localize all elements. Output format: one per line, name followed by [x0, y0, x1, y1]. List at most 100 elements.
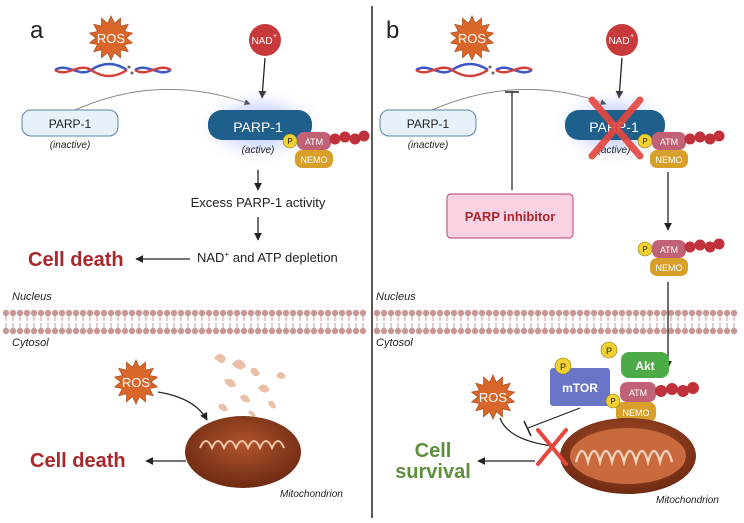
lipid-head	[429, 327, 437, 335]
lipid-head	[359, 327, 367, 335]
lipid-head	[387, 327, 395, 335]
ros-star-shape	[88, 15, 134, 61]
lipid-head	[436, 309, 444, 317]
lipid-head	[499, 309, 507, 317]
lipid-head	[492, 327, 500, 335]
lipid-head	[261, 327, 269, 335]
mtor-label: mTOR	[562, 381, 598, 395]
lipid-head	[464, 327, 472, 335]
lipid-head	[387, 309, 395, 317]
lipid-head	[709, 327, 717, 335]
lipid-head	[338, 327, 346, 335]
lipid-head	[191, 309, 199, 317]
lipid-head	[205, 309, 213, 317]
lipid-head	[261, 309, 269, 317]
lipid-head	[93, 327, 101, 335]
lipid-head	[2, 309, 10, 317]
svg-text:NAD: NAD	[251, 36, 272, 47]
parp-active-state: (active)	[242, 145, 275, 156]
depletion-text: NAD+ and ATP depletion	[197, 250, 338, 265]
mitochondrion-label-a: Mitochondrion	[280, 489, 343, 500]
lipid-head	[506, 309, 514, 317]
lipid-head	[695, 309, 703, 317]
lipid-head	[674, 309, 682, 317]
excess-activity-text: Excess PARP-1 activity	[191, 195, 326, 210]
panel-b: b ROS NAD + PARP-1 (inactive) PARP-1 (ac…	[376, 15, 725, 506]
lipid-head	[254, 327, 262, 335]
lipid-head	[380, 327, 388, 335]
atm-label-b3: ATM	[629, 388, 647, 398]
lipid-head	[646, 309, 654, 317]
lipid-head	[443, 327, 451, 335]
lipid-head	[135, 309, 143, 317]
lipid-head	[338, 309, 346, 317]
p-mtor: P	[560, 362, 566, 372]
lipid-head	[51, 327, 59, 335]
lipid-head	[660, 309, 668, 317]
mitochondrion-label-b: Mitochondrion	[656, 495, 719, 506]
lipid-head	[373, 327, 381, 335]
lipid-head	[548, 309, 556, 317]
p-label-b1: P	[642, 137, 647, 146]
lipid-head	[114, 327, 122, 335]
lipid-head	[499, 327, 507, 335]
lipid-head	[86, 309, 94, 317]
panel-letter-b: b	[386, 17, 399, 44]
atm-label-b2: ATM	[660, 245, 678, 255]
p-label-b2: P	[642, 245, 647, 254]
lipid-head	[163, 309, 171, 317]
lipid-head	[128, 309, 136, 317]
ros-burst-2: ROS	[113, 359, 159, 405]
lipid-head	[44, 309, 52, 317]
akt-mtor-complex: Akt P mTOR P ATM NEMO P	[550, 341, 699, 422]
lipid-head	[219, 327, 227, 335]
ros-star-shape	[470, 374, 516, 420]
ros-burst-b2: ROS	[470, 374, 516, 420]
parp-active-box	[208, 110, 312, 140]
nad-molecule-b: NAD +	[606, 24, 638, 56]
lipid-head	[317, 327, 325, 335]
lipid-head	[415, 309, 423, 317]
lipid-head	[212, 327, 220, 335]
lipid-head	[723, 327, 731, 335]
damaged-mitochondrion	[185, 354, 301, 488]
lipid-head	[16, 309, 24, 317]
lipid-head	[667, 327, 675, 335]
lipid-head	[303, 327, 311, 335]
parp-inactive-state: (inactive)	[50, 140, 91, 151]
lipid-head	[534, 327, 542, 335]
lipid-head	[198, 327, 206, 335]
lipid-head	[107, 309, 115, 317]
lipid-head	[65, 309, 73, 317]
lipid-head	[37, 309, 45, 317]
lipid-head	[275, 309, 283, 317]
lipid-head	[100, 309, 108, 317]
lipid-head	[492, 309, 500, 317]
lipid-head	[716, 327, 724, 335]
lipid-head	[9, 309, 17, 317]
lipid-head	[653, 309, 661, 317]
lipid-head	[702, 309, 710, 317]
lipid-head	[695, 327, 703, 335]
lipid-head	[590, 309, 598, 317]
lipid-head	[135, 327, 143, 335]
lipid-head	[163, 327, 171, 335]
ros-label-b2: ROS	[479, 390, 508, 405]
ros-arrow-blocked	[499, 417, 553, 447]
healthy-mitochondrion	[560, 418, 696, 494]
lipid-head	[443, 309, 451, 317]
lipid-head	[527, 309, 535, 317]
lipid-head	[51, 309, 59, 317]
cell-label: Cell	[415, 440, 452, 462]
lipid-head	[639, 309, 647, 317]
lipid-head	[352, 309, 360, 317]
lipid-head	[478, 309, 486, 317]
lipid-head	[156, 309, 164, 317]
parp-inhibitor-label: PARP inhibitor	[465, 209, 556, 224]
lipid-head	[317, 309, 325, 317]
lipid-head	[681, 309, 689, 317]
lipid-head	[268, 309, 276, 317]
lipid-head	[72, 309, 80, 317]
p-label: P	[287, 137, 292, 146]
lipid-head	[618, 327, 626, 335]
